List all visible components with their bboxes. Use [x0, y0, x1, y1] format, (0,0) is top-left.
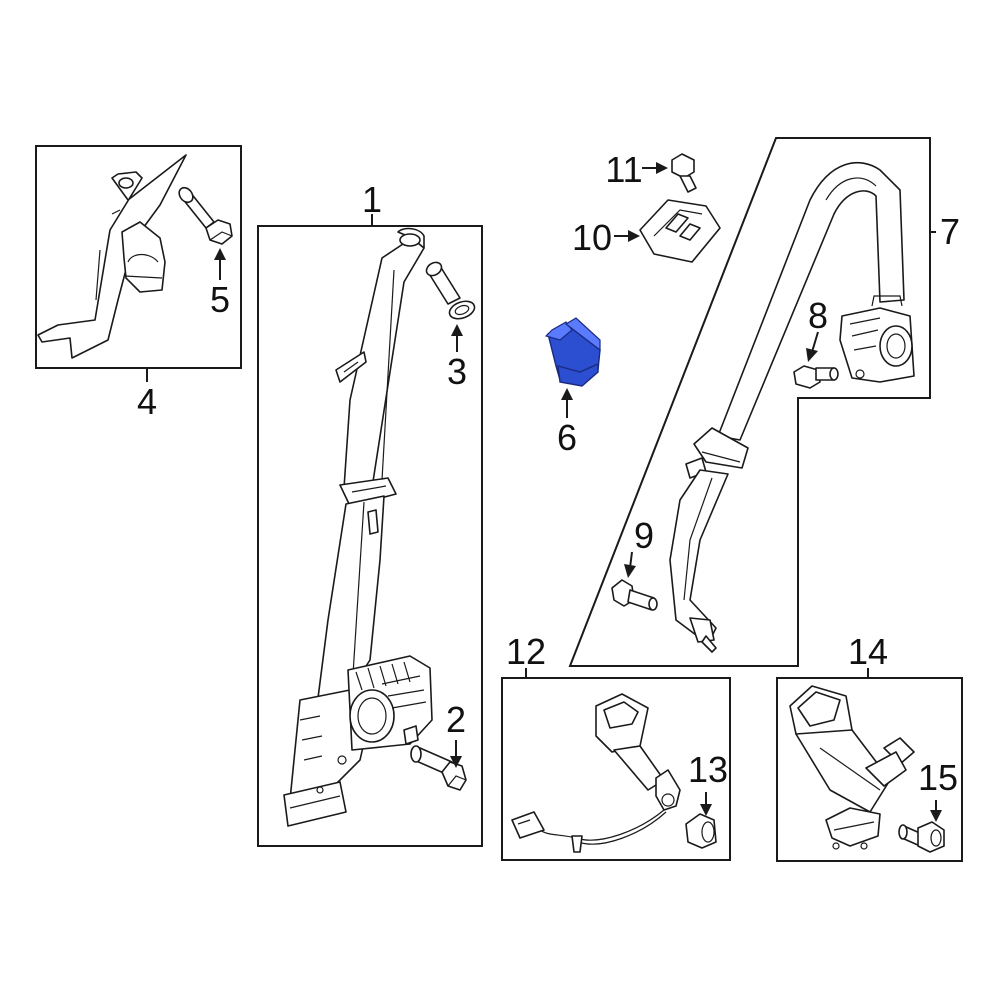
arrow-9 — [624, 564, 636, 578]
bolt-5-part[interactable] — [176, 185, 233, 245]
arrow-5 — [214, 248, 226, 260]
leader-8 — [811, 331, 819, 353]
callout-10: 10 — [572, 217, 612, 258]
buckle-12-part[interactable] — [511, 693, 681, 853]
bolt-8-part[interactable] — [793, 365, 839, 389]
rear-seat-belt-assembly-7[interactable] — [669, 161, 915, 653]
bolt-13-part[interactable] — [685, 813, 717, 849]
arrow-3 — [451, 324, 463, 336]
callout-6: 6 — [557, 417, 577, 458]
group-14-box: 14 15 — [776, 631, 963, 862]
callout-1: 1 — [362, 179, 382, 220]
bolt-15-part[interactable] — [898, 821, 945, 853]
arrow-10 — [628, 230, 640, 242]
buckle-14-part[interactable] — [789, 685, 915, 850]
group-4-box: 5 4 — [35, 145, 242, 422]
group-14-frame — [776, 677, 963, 862]
callout-5: 5 — [210, 279, 230, 320]
group-7-box: 7 8 — [568, 137, 960, 667]
group-4-frame — [35, 145, 242, 369]
callout-12: 12 — [506, 631, 546, 672]
arrow-6 — [561, 388, 573, 400]
callout-2: 2 — [446, 699, 466, 740]
callout-3: 3 — [447, 351, 467, 392]
callout-13: 13 — [688, 749, 728, 790]
callout-8: 8 — [808, 295, 828, 336]
arrow-2 — [450, 756, 462, 768]
seat-belt-assembly-1[interactable] — [283, 227, 433, 827]
arrow-11 — [656, 162, 668, 174]
bolt-3-part[interactable] — [424, 260, 477, 322]
callout-9: 9 — [634, 515, 654, 556]
bolt-11-part[interactable] — [671, 153, 697, 193]
callout-4: 4 — [137, 381, 157, 422]
cover-10-part[interactable] — [639, 199, 721, 263]
bolt-9-part[interactable] — [611, 579, 658, 611]
group-1-box: 1 — [257, 179, 483, 847]
group-12-box: 12 13 — [501, 631, 731, 861]
arrow-13 — [700, 804, 712, 816]
d-ring-guide-part[interactable] — [37, 154, 187, 359]
arrow-15 — [930, 810, 942, 822]
callout-11: 11 — [605, 149, 642, 190]
callout-15: 15 — [918, 757, 958, 798]
group-7-frame — [568, 137, 931, 667]
group-1-frame — [257, 225, 483, 847]
bolt-2-part[interactable] — [410, 745, 467, 791]
group-12-frame — [501, 677, 731, 861]
callout-7: 7 — [940, 211, 960, 252]
callout-14: 14 — [848, 631, 888, 672]
arrow-8 — [806, 348, 818, 362]
cover-6-highlighted-part[interactable] — [544, 317, 601, 387]
